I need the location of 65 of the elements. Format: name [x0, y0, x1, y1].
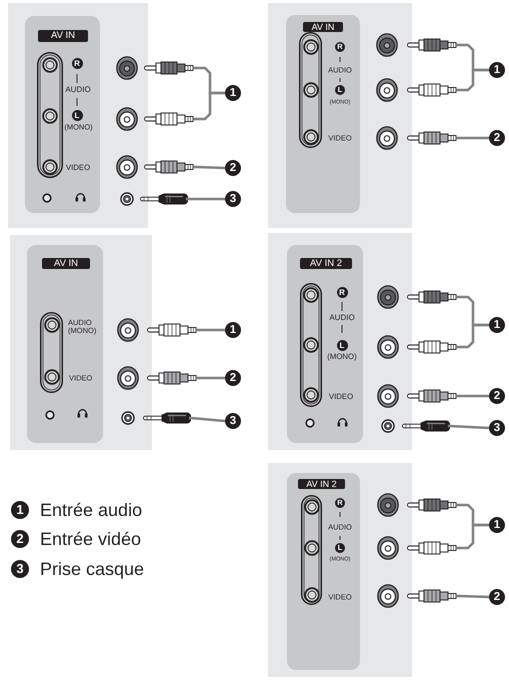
callout-number: 2	[11, 530, 29, 548]
callout-number: 1	[489, 317, 505, 333]
rca-plug-icon	[407, 589, 460, 603]
cable	[450, 424, 490, 430]
jack-panel	[27, 245, 103, 443]
callout-number: 3	[225, 413, 241, 429]
callout-number: 2	[489, 589, 505, 605]
callout-number: 3	[225, 191, 241, 207]
callout-number: 1	[489, 62, 505, 78]
cable	[460, 68, 489, 92]
rca-plug-icon	[144, 61, 197, 75]
rca-plug-icon	[407, 498, 460, 512]
rca-plug-icon	[144, 112, 197, 126]
cable	[460, 524, 489, 550]
callout-number: 1	[489, 517, 505, 533]
rca-plug-icon	[407, 389, 460, 403]
callout-number: 2	[489, 388, 505, 404]
callout-number: 3	[11, 560, 29, 578]
cable	[460, 394, 489, 398]
callout-number: 1	[225, 85, 241, 101]
headphone-plug-icon	[402, 420, 450, 432]
cable	[200, 376, 225, 380]
input-label: AV IN	[42, 258, 90, 269]
port-label: AUDIO	[65, 86, 91, 94]
cable	[200, 328, 225, 332]
headphone-plug-icon	[143, 412, 191, 424]
port-label: AUDIO	[329, 314, 355, 322]
cable	[190, 416, 226, 422]
jack-panel	[287, 245, 363, 443]
channel-marker: R	[336, 286, 348, 298]
headphone-plug-icon	[140, 193, 188, 205]
rca-plug-icon	[147, 371, 200, 385]
cable	[460, 324, 489, 348]
rca-plug-icon	[407, 340, 460, 354]
legend-text: Prise casque	[40, 560, 144, 578]
rca-plug-icon	[144, 160, 197, 174]
rca-plug-icon	[407, 83, 460, 97]
channel-marker: R	[72, 58, 82, 68]
channel-marker: L	[336, 340, 348, 350]
callout-number: 3	[489, 420, 505, 436]
callout-number: 2	[225, 370, 241, 386]
input-label: AV IN	[303, 22, 343, 32]
rca-plug-icon	[407, 541, 460, 555]
cable	[196, 166, 226, 170]
legend-text: Entrée vidéo	[40, 530, 142, 548]
jack-panel	[25, 16, 100, 213]
callout-number: 2	[489, 130, 505, 146]
callout-number: 2	[225, 160, 241, 176]
cable	[197, 92, 225, 120]
legend-text: Entrée audio	[40, 501, 142, 519]
rca-plug-icon	[407, 290, 460, 304]
input-label: AV IN 2	[298, 479, 345, 489]
cable	[460, 594, 490, 598]
jack-panel	[287, 473, 360, 670]
input-label: AV IN 2	[300, 258, 352, 269]
cable	[188, 198, 225, 200]
cable	[460, 136, 489, 140]
rca-plug-icon	[407, 131, 460, 145]
channel-marker: L	[72, 110, 82, 120]
input-label: AV IN	[38, 30, 88, 42]
rca-plug-icon	[407, 38, 460, 52]
rca-plug-icon	[147, 323, 200, 337]
callout-number: 1	[225, 322, 241, 338]
jack-panel	[286, 15, 360, 213]
callout-number: 1	[11, 501, 29, 519]
